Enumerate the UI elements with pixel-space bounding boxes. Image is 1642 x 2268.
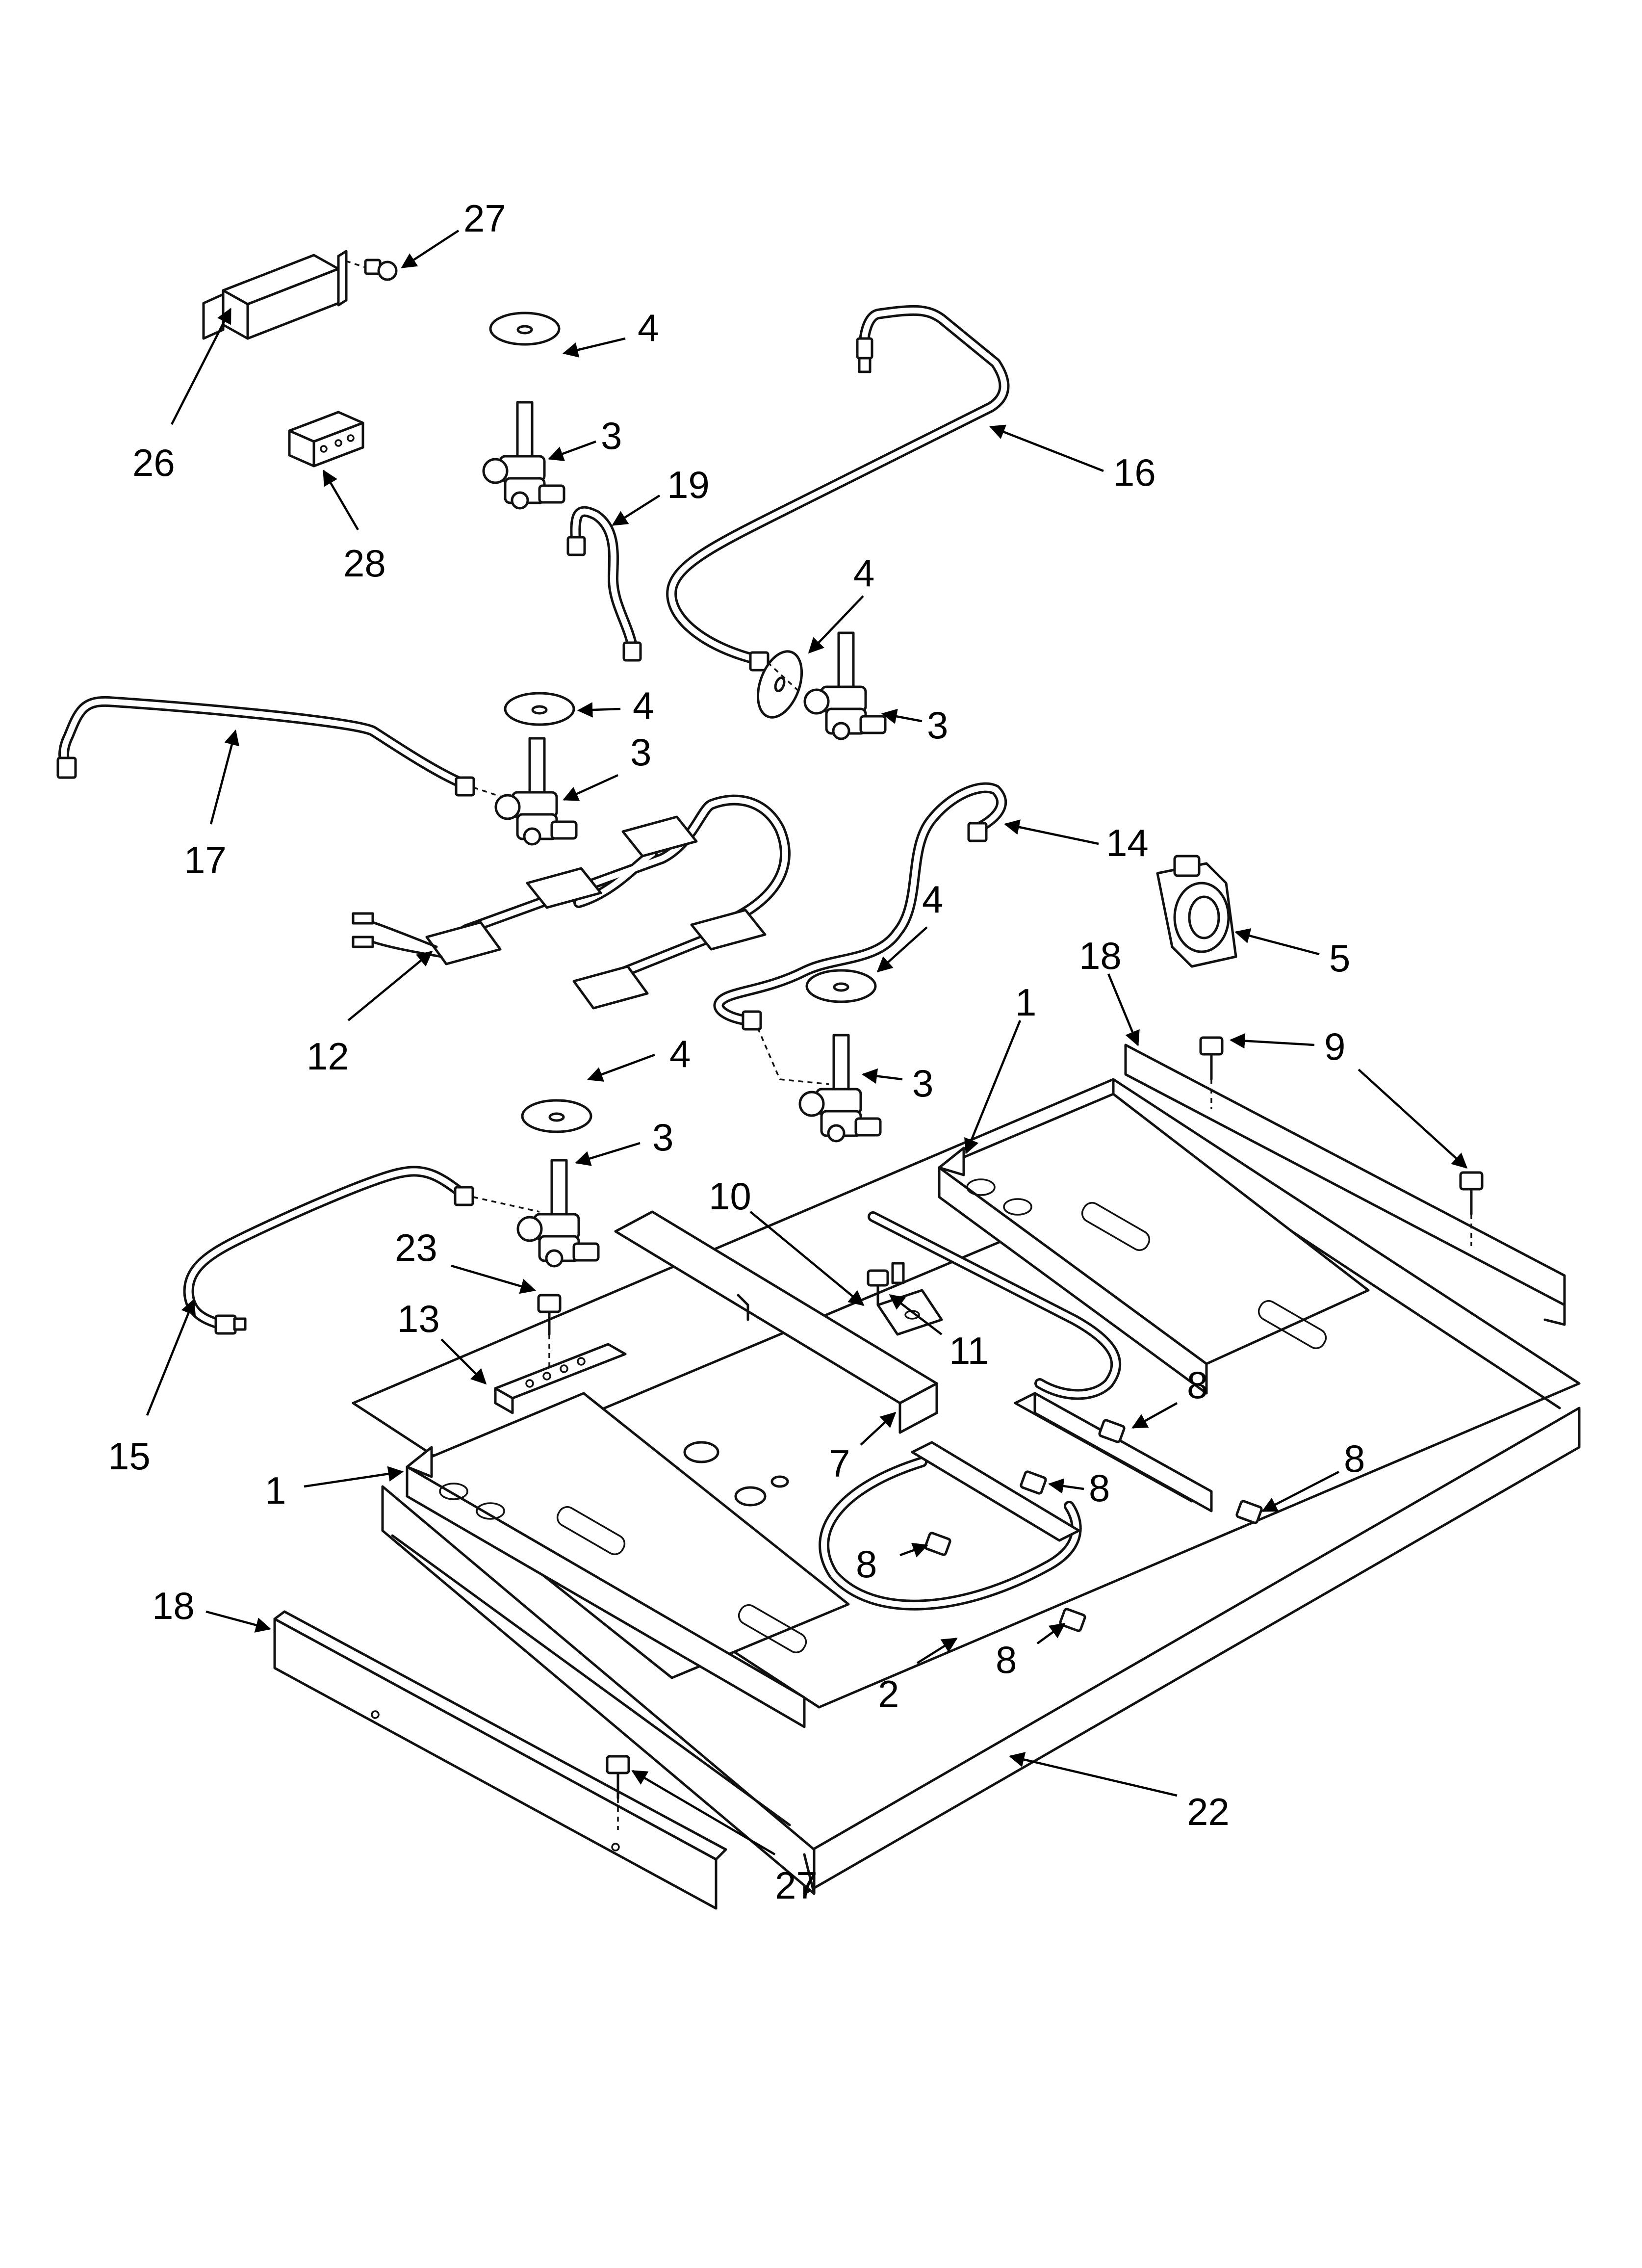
callout-14: 14 (1106, 821, 1149, 864)
callout-4-a: 4 (638, 306, 659, 349)
part-17-gas-tube (56, 696, 475, 797)
callout-11: 11 (949, 1329, 989, 1372)
part-8-screws (924, 1419, 1263, 1632)
callout-8-a: 8 (1187, 1363, 1208, 1407)
callout-4-e: 4 (669, 1032, 691, 1075)
part-16-gas-tube (666, 305, 1010, 672)
part-7-center-bracket (614, 1210, 938, 1434)
callout-8-c: 8 (1344, 1437, 1365, 1480)
callout-27-bottom: 27 (775, 1864, 818, 1907)
part-28-spark-module (288, 411, 364, 468)
part-23-screw (537, 1294, 562, 1369)
part-26-module-box (202, 250, 348, 340)
callout-17: 17 (184, 838, 227, 882)
callout-8-d: 8 (856, 1542, 877, 1586)
callout-layer: 27 26 28 4 3 19 16 4 3 4 3 17 14 5 4 3 1 (108, 197, 1468, 1907)
callout-3-d: 3 (912, 1062, 933, 1105)
callout-4-d: 4 (922, 878, 943, 921)
callout-23: 23 (395, 1226, 437, 1269)
callout-1-rear: 1 (1015, 981, 1036, 1024)
callout-8-e: 8 (996, 1638, 1017, 1681)
part-11-screw (867, 1262, 905, 1306)
callout-3-b: 3 (927, 704, 948, 747)
callout-22: 22 (1187, 1790, 1230, 1833)
part-5-pressure-regulator (1156, 855, 1237, 968)
callout-15: 15 (108, 1434, 151, 1478)
part-9-screws (1199, 1036, 1484, 1246)
callout-12: 12 (307, 1035, 349, 1078)
callout-9-label: 9 (1324, 1025, 1345, 1068)
callout-19: 19 (667, 463, 710, 506)
callout-18-front: 18 (152, 1584, 195, 1627)
valve-group-c (473, 692, 578, 846)
callout-4-c: 4 (633, 684, 654, 727)
callout-16: 16 (1113, 451, 1156, 494)
callout-4-b: 4 (853, 551, 874, 595)
callout-2: 2 (878, 1672, 899, 1716)
callout-10: 10 (709, 1174, 751, 1218)
callout-18-rear: 18 (1079, 934, 1122, 977)
callout-26: 26 (132, 441, 175, 484)
valve-group-d (757, 969, 882, 1143)
callout-3-c: 3 (630, 730, 651, 774)
callout-27-top: 27 (463, 197, 506, 240)
part-19-gas-tube (566, 506, 642, 662)
part-27-screw-top (345, 259, 398, 281)
part-12-ignitor-harness (352, 794, 791, 1010)
callout-13: 13 (397, 1297, 440, 1340)
callout-3-e: 3 (652, 1116, 673, 1159)
callout-8-b: 8 (1089, 1466, 1110, 1510)
callout-3-a: 3 (601, 414, 622, 457)
valve-group-e (473, 1099, 600, 1268)
part-14-gas-tube (713, 782, 1007, 1031)
part-13-bracket (494, 1343, 627, 1414)
callout-28: 28 (343, 542, 386, 585)
callout-5: 5 (1329, 937, 1350, 980)
part-2-oven-burner (819, 1211, 1213, 1611)
part-1-bracket-front (406, 1392, 850, 1728)
callout-1-front: 1 (265, 1469, 286, 1512)
part-27-screw-bottom (606, 1755, 630, 1830)
valve-group-b (756, 631, 887, 740)
valve-group-a (482, 312, 565, 510)
part-18-front-trim (273, 1610, 727, 1910)
part-1-bracket-rear (938, 1093, 1370, 1395)
part-18-rear-trim (1124, 1043, 1566, 1326)
callout-7: 7 (829, 1442, 850, 1485)
